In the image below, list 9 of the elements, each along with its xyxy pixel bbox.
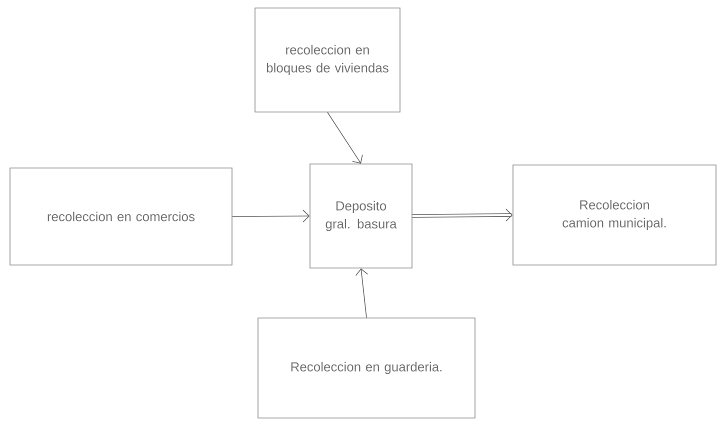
process-box: recoleccion en comercios (10, 168, 232, 266)
arrow (232, 210, 310, 222)
process-box: Recoleccion camion municipal. (512, 164, 716, 266)
arrow (355, 268, 368, 318)
arrow (327, 112, 363, 164)
process-box: Deposito gral. basura (310, 164, 412, 268)
arrow (412, 208, 513, 222)
process-box: recoleccion en bloques de viviendas (254, 8, 400, 112)
process-box: Recoleccion en guarderia. (258, 318, 476, 418)
